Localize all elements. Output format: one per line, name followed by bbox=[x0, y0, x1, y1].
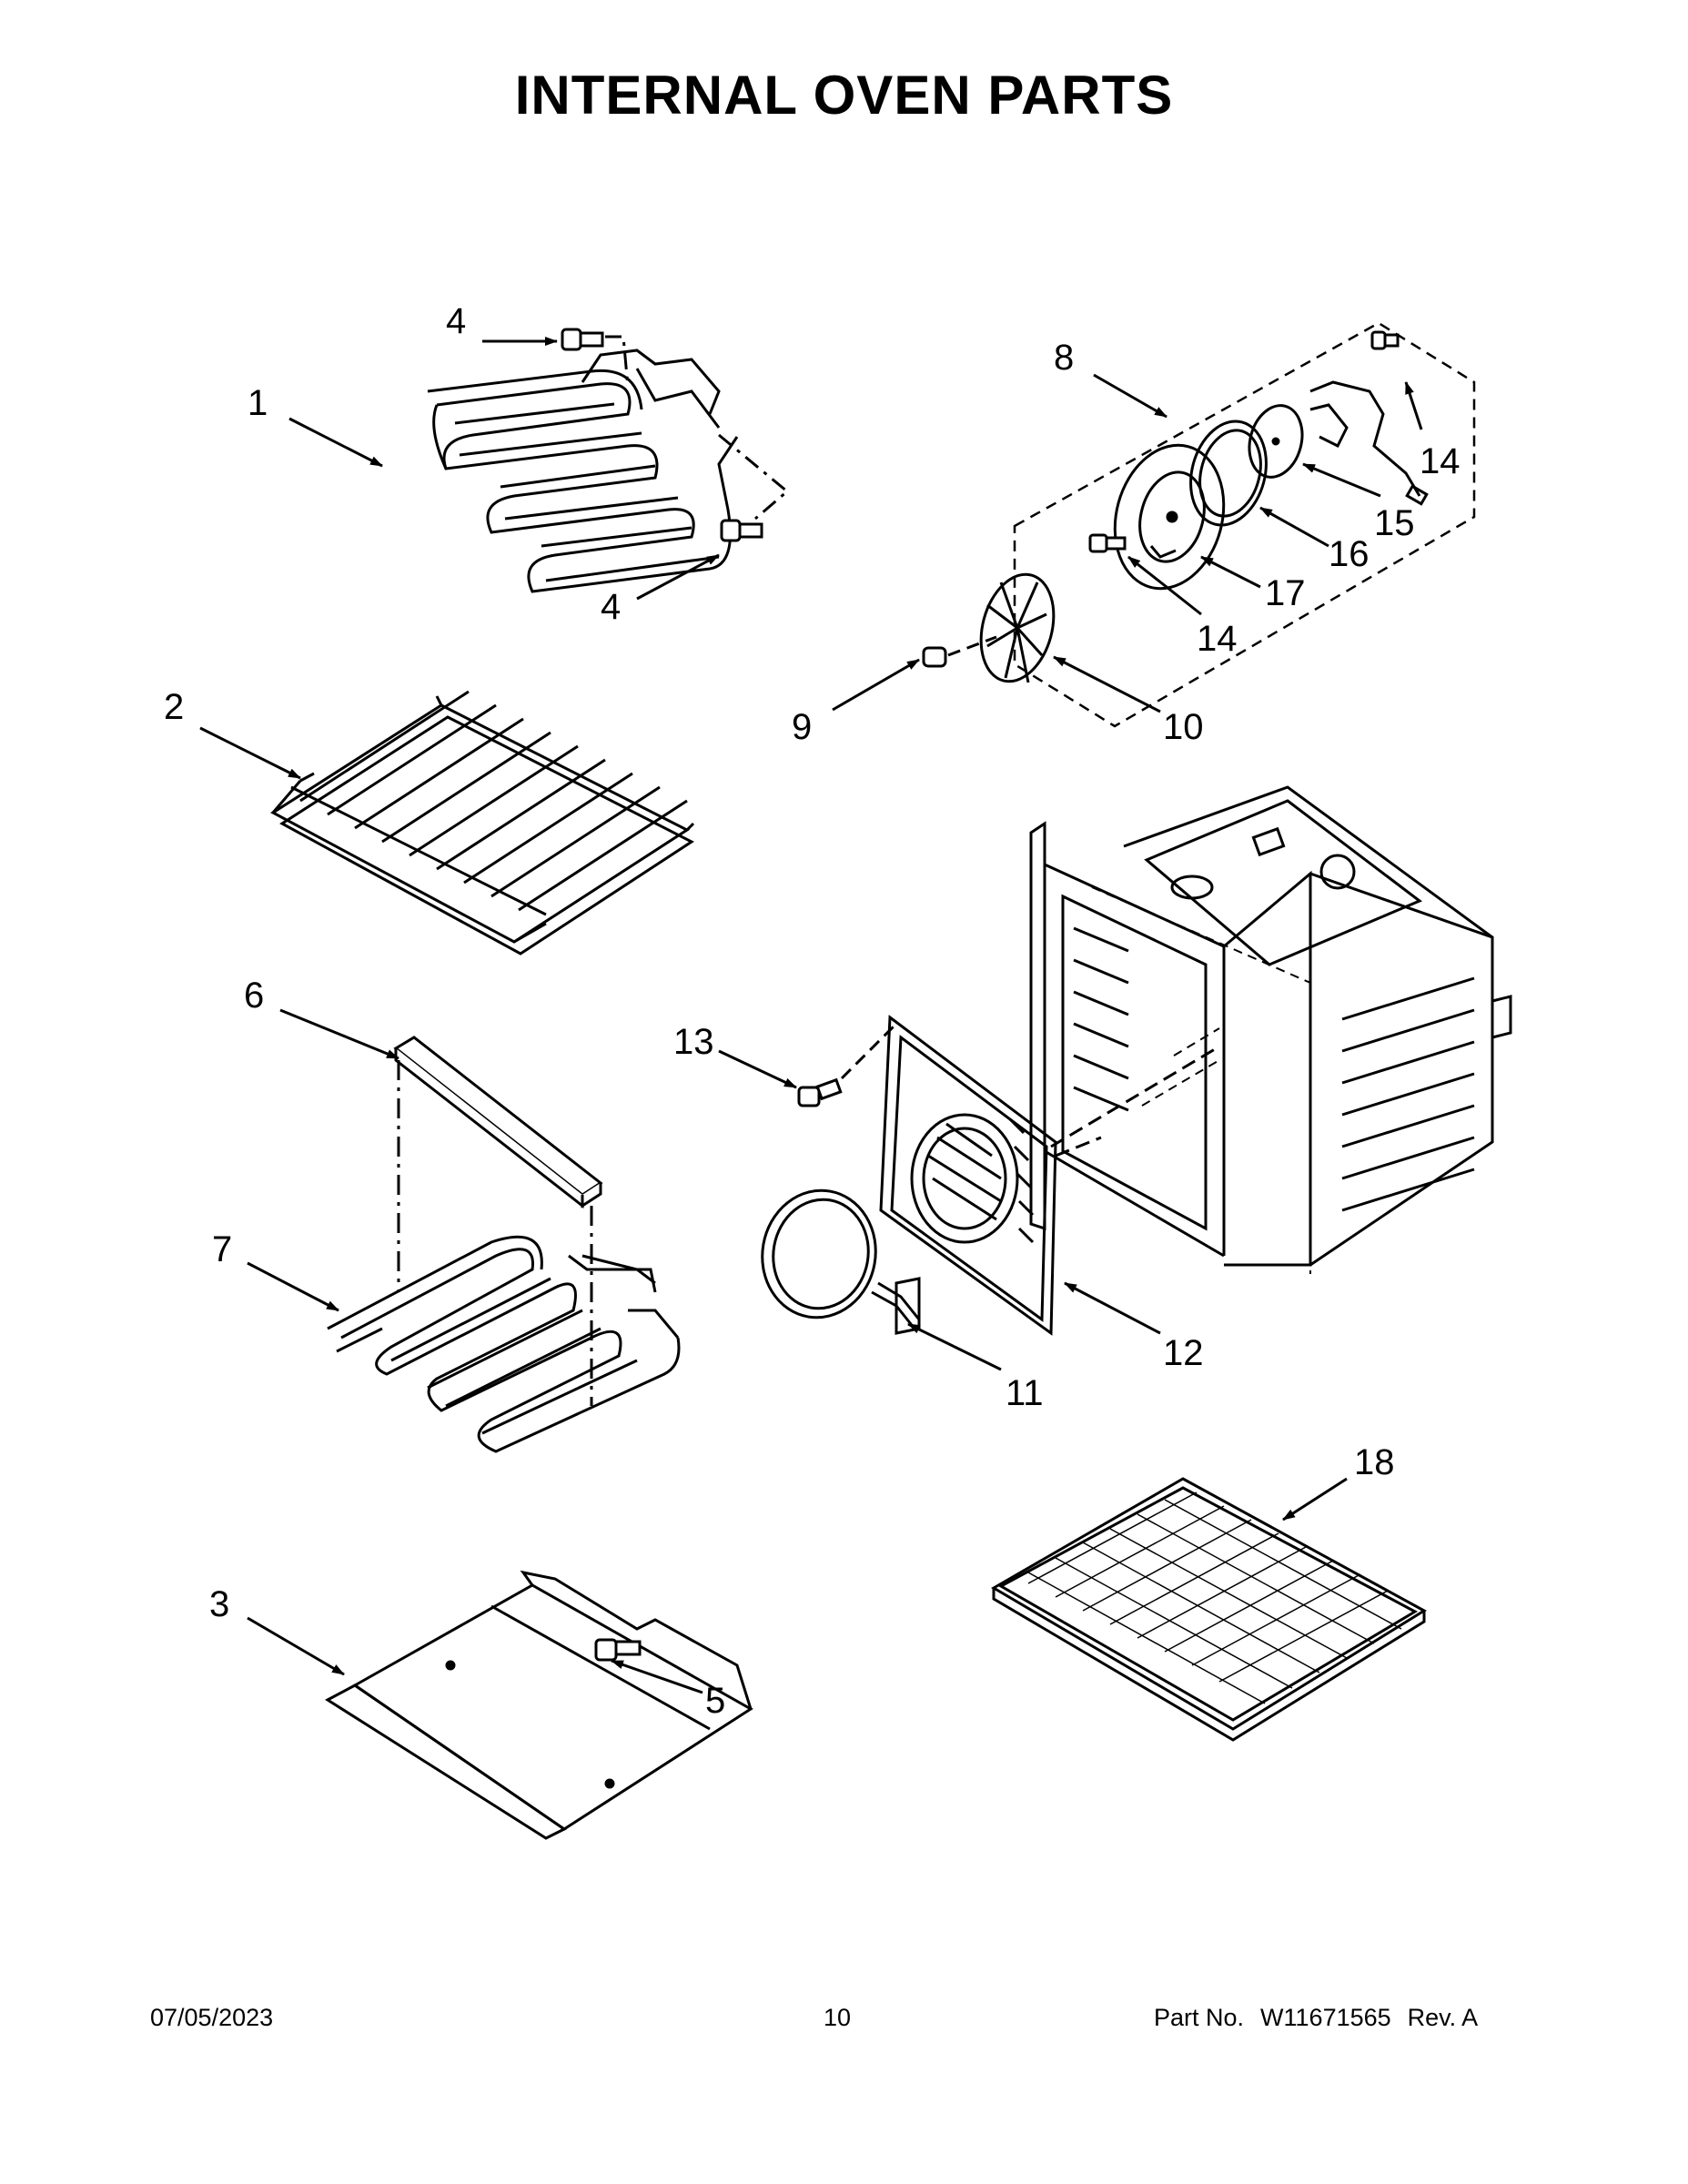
part-15-gasket bbox=[1248, 404, 1304, 479]
part-5-screw bbox=[594, 1638, 642, 1662]
footer-date: 07/05/2023 bbox=[150, 2004, 274, 2031]
arrow-1 bbox=[288, 417, 383, 468]
callout-4-bottom: 4 bbox=[601, 587, 621, 627]
part-14-screw-motor bbox=[1370, 330, 1400, 350]
callout-16: 16 bbox=[1329, 534, 1370, 574]
arrow-12 bbox=[1064, 1281, 1161, 1335]
callout-labels: 1 2 3 4 4 5 6 7 8 9 10 11 12 13 14 14 15… bbox=[164, 301, 1461, 1721]
arrow-9 bbox=[832, 658, 920, 712]
footer-part-info: Part No. W11671565 Rev. A bbox=[1154, 2004, 1494, 2032]
callout-7: 7 bbox=[212, 1229, 232, 1269]
callout-13: 13 bbox=[673, 1022, 714, 1062]
footer-page-number: 10 bbox=[824, 2004, 852, 2031]
callout-8: 8 bbox=[1054, 338, 1074, 378]
oven-cavity bbox=[1029, 785, 1512, 1267]
part-14-motor bbox=[1309, 380, 1429, 506]
part-6-guide-lines bbox=[397, 1060, 593, 1406]
arrow-17 bbox=[1200, 555, 1261, 589]
arrow-6 bbox=[279, 1008, 399, 1060]
callout-12: 12 bbox=[1163, 1333, 1204, 1373]
arrow-14b bbox=[1127, 555, 1202, 616]
arrow-8 bbox=[1093, 373, 1167, 419]
callout-1: 1 bbox=[248, 383, 268, 423]
arrow-7 bbox=[247, 1261, 339, 1312]
callout-4-top: 4 bbox=[446, 301, 466, 341]
part-1-leads bbox=[605, 335, 790, 521]
arrow-3 bbox=[247, 1616, 345, 1676]
footer-part-number: W11671565 bbox=[1260, 2004, 1391, 2031]
arrow-15 bbox=[1302, 462, 1381, 498]
part-16-insulation bbox=[1189, 420, 1268, 527]
part-2-oven-rack bbox=[270, 690, 695, 956]
part-4-screw-bottom bbox=[720, 519, 763, 542]
arrow-11 bbox=[907, 1322, 1002, 1371]
part-14-screw-plate bbox=[1088, 533, 1127, 553]
arrow-10 bbox=[1053, 655, 1161, 713]
part-12-guide-lines bbox=[1050, 1045, 1220, 1158]
callout-14-plate: 14 bbox=[1197, 619, 1238, 659]
part-1-broil-element bbox=[427, 349, 739, 593]
part-12-fan-cover bbox=[879, 1015, 1057, 1336]
arrow-18 bbox=[1282, 1477, 1348, 1522]
part-18-air-fry-basket bbox=[991, 1477, 1427, 1742]
callout-6: 6 bbox=[244, 976, 264, 1016]
callout-11: 11 bbox=[1006, 1373, 1044, 1413]
arrow-16 bbox=[1259, 506, 1329, 548]
callout-9: 9 bbox=[792, 707, 812, 747]
arrow-14a bbox=[1404, 381, 1423, 430]
part-17-motor-plate bbox=[1113, 443, 1226, 591]
part-11-convection-element bbox=[761, 1188, 921, 1335]
arrow-2 bbox=[199, 726, 301, 780]
part-13-guide-line bbox=[840, 1022, 898, 1080]
footer-part-label: Part No. bbox=[1154, 2004, 1245, 2031]
callout-5: 5 bbox=[705, 1681, 725, 1721]
callout-arrows bbox=[199, 337, 1423, 1694]
part-4-screw-top bbox=[561, 328, 604, 351]
callout-14-motor: 14 bbox=[1420, 441, 1461, 481]
arrow-4b bbox=[636, 553, 720, 601]
callout-18: 18 bbox=[1354, 1442, 1395, 1482]
callout-2: 2 bbox=[164, 687, 184, 727]
callout-15: 15 bbox=[1374, 503, 1415, 543]
page-title: INTERNAL OVEN PARTS bbox=[514, 65, 1174, 126]
callout-17: 17 bbox=[1265, 573, 1306, 613]
callout-10: 10 bbox=[1163, 707, 1204, 747]
footer-revision: Rev. A bbox=[1407, 2004, 1479, 2031]
part-10-fan-blade bbox=[979, 572, 1056, 683]
arrow-13 bbox=[718, 1049, 797, 1089]
part-3-bottom-cover bbox=[325, 1570, 753, 1840]
part-13-screw bbox=[797, 1077, 843, 1107]
part-9-axis-line bbox=[947, 635, 997, 657]
callout-3: 3 bbox=[209, 1584, 229, 1624]
part-9-fan-nut bbox=[922, 646, 947, 668]
cavity-dashed-edges bbox=[1091, 886, 1311, 1274]
part-6-baffle bbox=[393, 1036, 603, 1209]
part-8-assembly-outline bbox=[1013, 321, 1476, 728]
arrow-5 bbox=[611, 1659, 703, 1694]
part-7-bake-element bbox=[327, 1235, 681, 1453]
